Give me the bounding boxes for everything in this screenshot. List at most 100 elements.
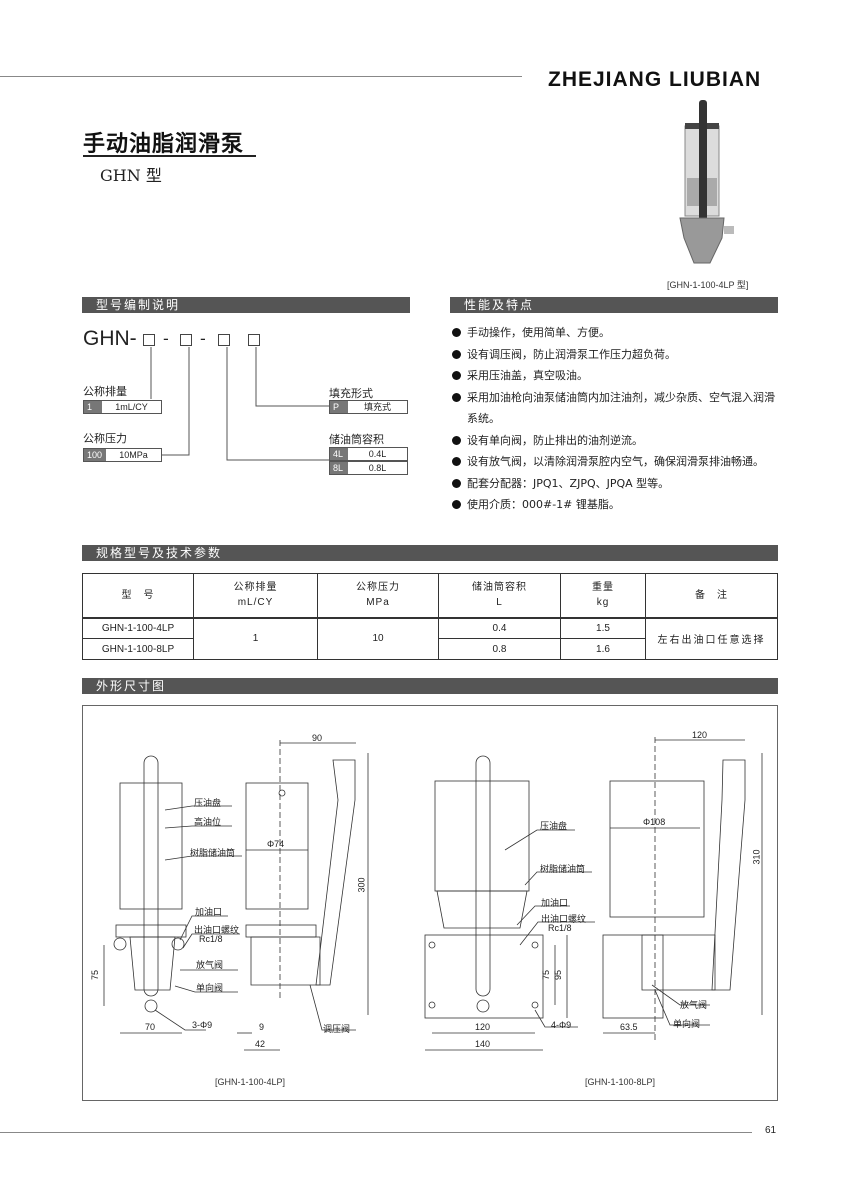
separator: - xyxy=(200,329,206,348)
dim-70: 70 xyxy=(145,1022,156,1032)
dim-90: 90 xyxy=(312,733,323,743)
dim-120-bottom: 120 xyxy=(475,1022,491,1032)
label-outlet-thread: 出油口螺纹 xyxy=(541,915,587,925)
value: 10MPa xyxy=(106,449,161,461)
dim-75: 75 xyxy=(90,969,101,981)
value: 0.8L xyxy=(348,462,407,474)
cell-note: 左右出油口任意选择 xyxy=(645,617,778,660)
model-prefix: GHN- xyxy=(83,327,137,350)
code: 4L xyxy=(330,448,348,460)
code: 1 xyxy=(84,401,102,413)
section-header-model-code: 型号编制说明 xyxy=(82,297,410,313)
label-rc-thread: Rc1/8 xyxy=(548,923,572,933)
feature-item: 采用压油盖，真空吸油。 xyxy=(450,365,780,387)
table-row: GHN-1-100-8LP 0.8 1.6 xyxy=(82,638,778,660)
feature-item: 采用加油枪向油泵储油筒内加注油剂，减少杂质、空气混入润滑系统。 xyxy=(450,387,780,430)
feature-item: 设有单向阀，防止排出的油剂逆流。 xyxy=(450,430,780,452)
dim-140: 140 xyxy=(475,1039,491,1049)
feature-item: 使用介质：000#-1# 锂基脂。 xyxy=(450,494,780,516)
displacement-label: 公称排量 xyxy=(83,385,127,398)
label-vent-valve: 放气阀 xyxy=(196,961,224,971)
value: 1mL/CY xyxy=(102,401,161,413)
col-note: 备 注 xyxy=(645,573,778,619)
dim-9: 9 xyxy=(259,1022,265,1032)
feature-item: 设有调压阀，防止润滑泵工作压力超负荷。 xyxy=(450,344,780,366)
table-row: GHN-1-100-4LP 1 10 0.4 1.5 左右出油口任意选择 xyxy=(82,617,778,660)
code-slot-fill xyxy=(248,334,260,346)
label-resin-reservoir: 树脂储油筒 xyxy=(190,849,236,859)
code: 100 xyxy=(84,449,106,461)
feature-list: 手动操作，使用简单、方便。 设有调压阀，防止润滑泵工作压力超负荷。 采用压油盖，… xyxy=(450,322,780,516)
code-slot-displacement xyxy=(143,334,155,346)
label-oil-inlet: 加油口 xyxy=(541,899,569,909)
label-mount-holes: 4-Φ9 xyxy=(551,1020,572,1030)
page-subtitle: GHN 型 xyxy=(100,166,162,185)
cell-pressure: 10 xyxy=(317,617,439,660)
cell-displacement: 1 xyxy=(193,617,318,660)
label-pressure-plate: 压油盘 xyxy=(540,822,568,832)
code-slot-volume xyxy=(218,334,230,346)
title-underline xyxy=(83,155,256,157)
fill-label: 填充形式 xyxy=(329,387,373,400)
bottom-rule xyxy=(0,1132,752,1133)
dim-phi108: Φ108 xyxy=(643,817,666,827)
pressure-label: 公称压力 xyxy=(83,432,127,445)
drawing-caption-8lp: [GHN-1-100-8LP] xyxy=(585,1077,656,1087)
label-pressure-plate: 压油盘 xyxy=(194,799,222,809)
label-resin-reservoir: 树脂储油筒 xyxy=(540,865,586,875)
col-model: 型 号 xyxy=(82,573,194,619)
top-rule xyxy=(0,76,522,77)
label-vent-valve: 放气阀 xyxy=(680,1001,708,1011)
label-high-oil-level: 高油位 xyxy=(194,818,222,828)
cell-weight: 1.6 xyxy=(560,638,646,660)
label-rc-thread: Rc1/8 xyxy=(199,934,223,944)
dim-42: 42 xyxy=(255,1039,266,1049)
drawing-frame xyxy=(82,705,778,1101)
code: 8L xyxy=(330,462,348,474)
dim-95: 95 xyxy=(553,969,564,981)
code-slot-pressure xyxy=(180,334,192,346)
section-header-features: 性能及特点 xyxy=(450,297,778,313)
separator: - xyxy=(163,329,169,348)
value: 填充式 xyxy=(348,401,407,413)
dim-75: 75 xyxy=(541,969,552,981)
section-header-specs: 规格型号及技术参数 xyxy=(82,545,778,561)
feature-item: 配套分配器：JPQ1、ZJPQ、JPQA 型等。 xyxy=(450,473,780,495)
label-check-valve: 单向阀 xyxy=(673,1020,701,1030)
product-photo xyxy=(679,100,734,264)
label-mount-holes: 3-Φ9 xyxy=(192,1020,213,1030)
value: 0.4L xyxy=(348,448,407,460)
dim-phi74: Φ74 xyxy=(267,839,285,849)
code: P xyxy=(330,401,348,413)
label-pressure-regulator: 调压阀 xyxy=(323,1025,351,1035)
code-leader-lines xyxy=(150,347,329,461)
cell-model: GHN-1-100-8LP xyxy=(82,638,194,660)
brand-name: ZHEJIANG LIUBIAN xyxy=(548,68,762,91)
photo-caption: [GHN-1-100-4LP 型] xyxy=(667,280,749,290)
dim-300: 300 xyxy=(356,877,367,893)
page-title: 手动油脂润滑泵 xyxy=(83,132,245,157)
label-check-valve: 单向阀 xyxy=(196,984,224,994)
volume-label: 储油筒容积 xyxy=(329,433,384,446)
page-number: 61 xyxy=(765,1125,777,1136)
section-header-drawings: 外形尺寸图 xyxy=(82,678,778,694)
dim-63-5: 63.5 xyxy=(620,1022,638,1032)
label-oil-inlet: 加油口 xyxy=(195,908,223,918)
label-outlet-thread: 出油口螺纹 xyxy=(194,926,240,936)
dim-120-top: 120 xyxy=(692,730,708,740)
drawing-caption-4lp: [GHN-1-100-4LP] xyxy=(215,1077,286,1087)
feature-item: 手动操作，使用简单、方便。 xyxy=(450,322,780,344)
feature-item: 设有放气阀，以清除润滑泵腔内空气，确保润滑泵排油畅通。 xyxy=(450,451,780,473)
